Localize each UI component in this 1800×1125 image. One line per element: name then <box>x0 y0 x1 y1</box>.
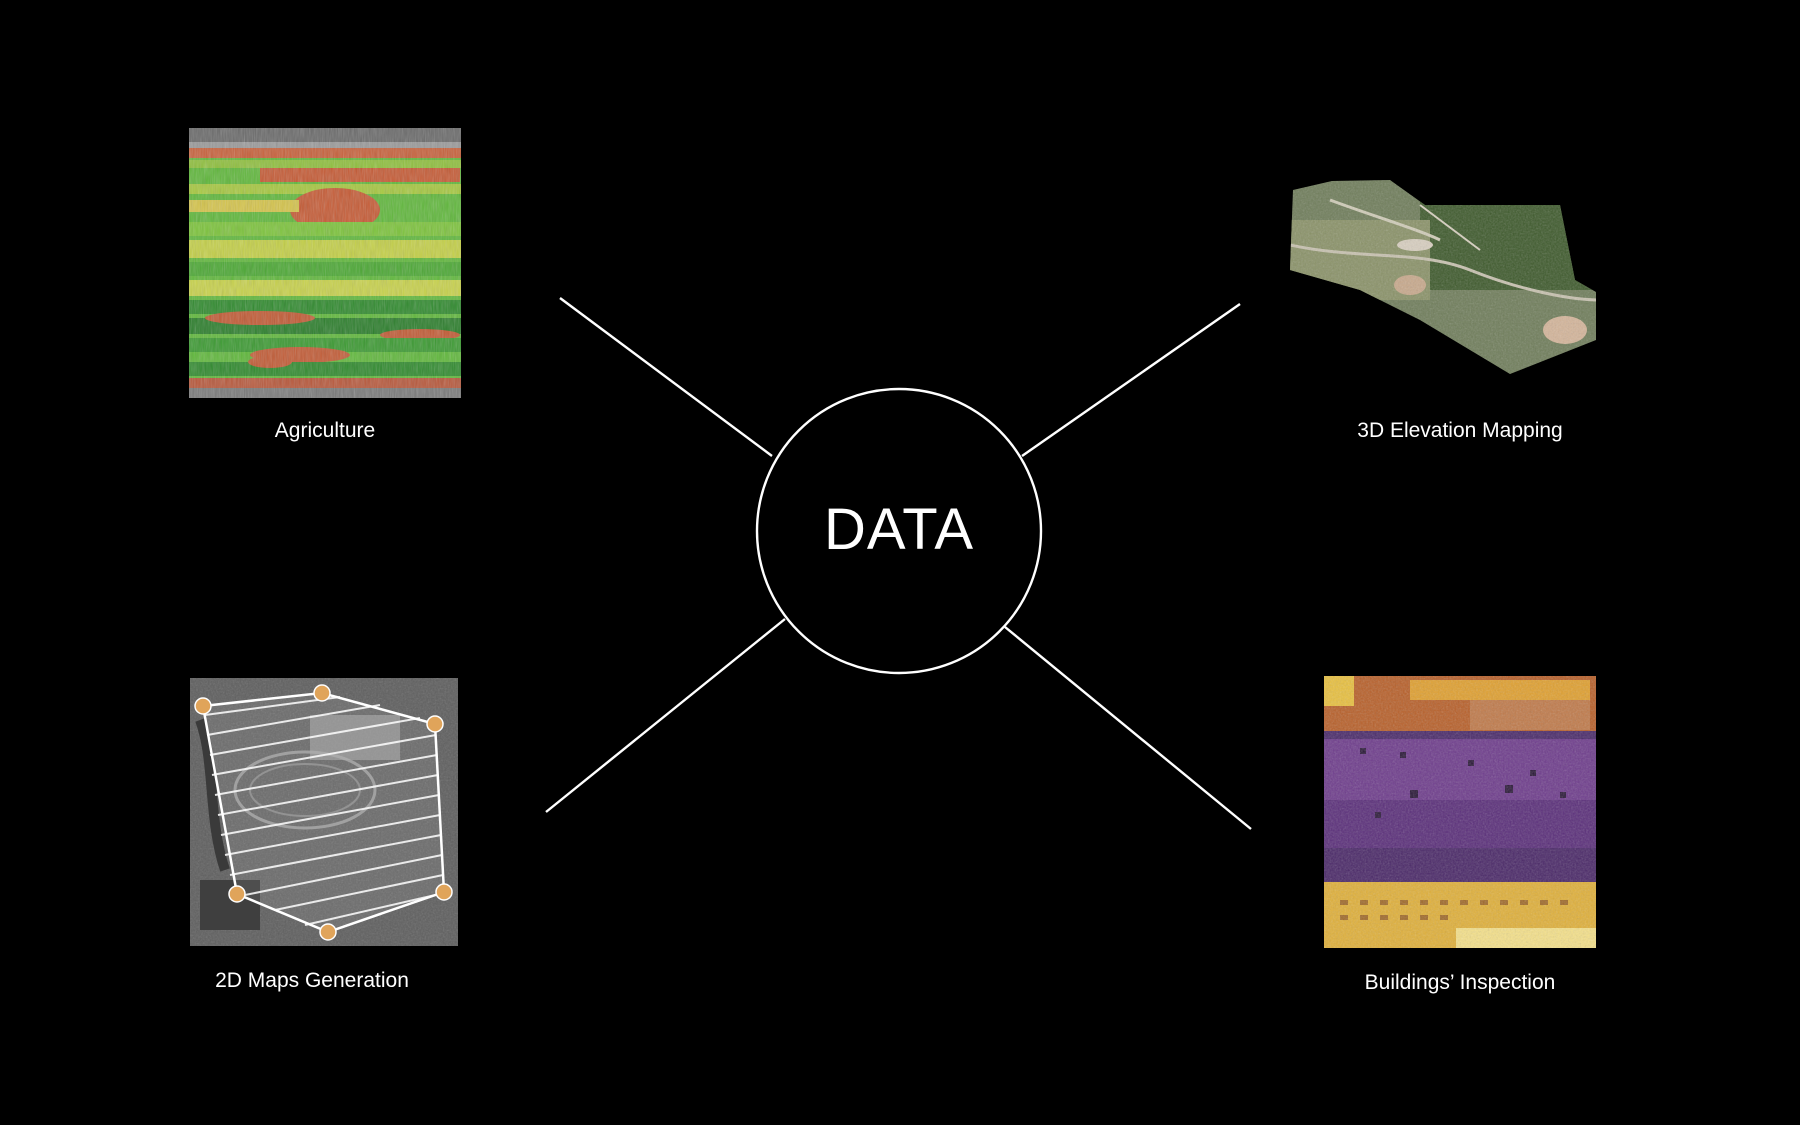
buildings-thumbnail <box>1324 676 1596 948</box>
connector-maps2d <box>545 618 786 813</box>
connector-agriculture <box>559 297 773 457</box>
caption-maps2d: 2D Maps Generation <box>215 969 409 992</box>
caption-buildings: Buildings’ Inspection <box>1364 971 1556 994</box>
hub-label: DATA <box>823 497 975 562</box>
connector-elevation <box>1021 303 1241 457</box>
caption-agriculture: Agriculture <box>274 419 376 442</box>
caption-elevation: 3D Elevation Mapping <box>1357 419 1563 442</box>
maps2d-thumbnail <box>190 678 458 946</box>
hub-circle <box>755 387 1043 675</box>
connector-buildings <box>1004 626 1252 830</box>
elevation-thumbnail <box>1290 180 1596 374</box>
agriculture-thumbnail <box>189 128 461 398</box>
